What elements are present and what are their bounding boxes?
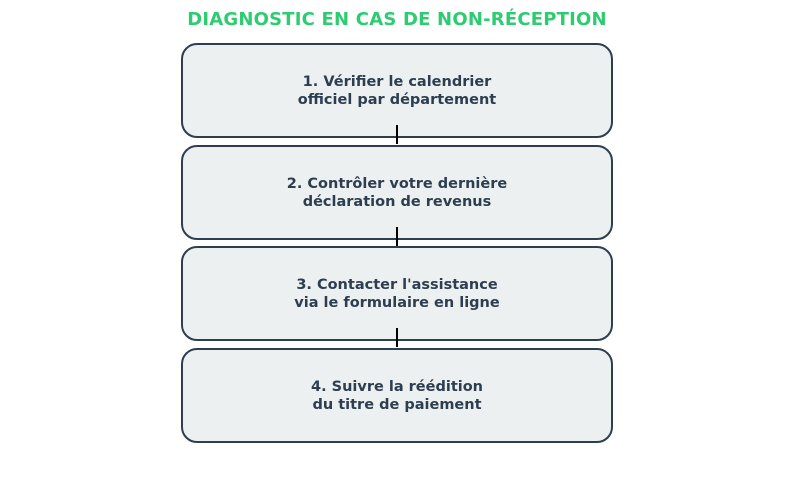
step-1-label: 1. Vérifier le calendrier officiel par d… [297,73,497,108]
step-2-label: 2. Contrôler votre dernière déclaration … [286,175,508,210]
step-2-box: 2. Contrôler votre dernière déclaration … [181,145,613,240]
step-3-box: 3. Contacter l'assistance via le formula… [181,246,613,341]
connector-arrow-3-4 [396,328,398,347]
diagram-title: DIAGNOSTIC EN CAS DE NON-RÉCEPTION [187,9,607,30]
step-4-label: 4. Suivre la réédition du titre de paiem… [310,378,484,413]
connector-arrow-1-2 [396,125,398,144]
step-4-box: 4. Suivre la réédition du titre de paiem… [181,348,613,443]
step-1-box: 1. Vérifier le calendrier officiel par d… [181,43,613,138]
connector-arrow-2-3 [396,227,398,246]
step-3-label: 3. Contacter l'assistance via le formula… [294,276,500,311]
